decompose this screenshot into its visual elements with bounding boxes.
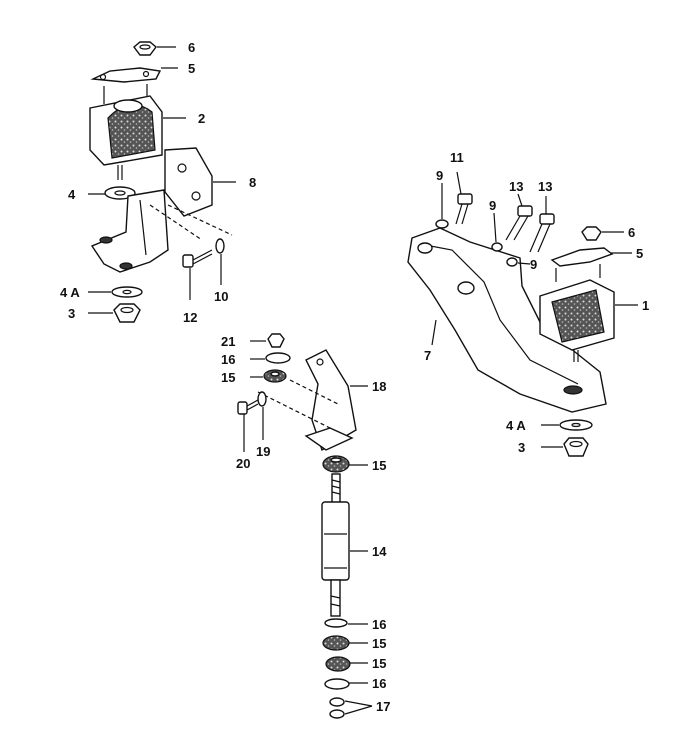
bolt-13a xyxy=(505,205,533,241)
callout-4: 4 xyxy=(68,187,76,202)
callout-4a: 4 A xyxy=(60,285,80,300)
washer-16-top xyxy=(265,352,291,364)
callout-12: 12 xyxy=(183,310,197,325)
callout-16: 16 xyxy=(372,617,386,632)
callout-17: 17 xyxy=(376,699,390,714)
callout-5: 5 xyxy=(636,246,643,261)
callout-16: 16 xyxy=(221,352,235,367)
callout-19: 19 xyxy=(256,444,270,459)
bush-15-lower1 xyxy=(322,635,350,651)
callout-4a: 4 A xyxy=(506,418,526,433)
callout-16: 16 xyxy=(372,676,386,691)
callout-6: 6 xyxy=(628,225,635,240)
callout-21: 21 xyxy=(221,334,235,349)
lower-bracket xyxy=(90,189,169,273)
right-mount-assembly xyxy=(407,171,638,457)
shock-absorber-assembly xyxy=(237,333,373,719)
callout-13: 13 xyxy=(538,179,552,194)
nut-3-left xyxy=(113,303,141,323)
bush-15-lower2 xyxy=(325,656,351,672)
left-mount-assembly xyxy=(88,41,236,323)
callout-20: 20 xyxy=(236,456,250,471)
washer-16-lower1 xyxy=(324,618,348,628)
bolt-20 xyxy=(237,399,259,415)
callout-13: 13 xyxy=(509,179,523,194)
plate-5-left xyxy=(90,67,162,83)
callout-9: 9 xyxy=(436,168,443,183)
washer-16-lower2 xyxy=(324,678,350,690)
callout-8: 8 xyxy=(249,175,256,190)
nut-21 xyxy=(267,333,285,348)
callout-1: 1 xyxy=(642,298,649,313)
nut-6-right xyxy=(581,226,602,241)
callout-14: 14 xyxy=(372,544,387,559)
callout-7: 7 xyxy=(424,348,431,363)
nuts-17 xyxy=(329,697,345,719)
callout-5: 5 xyxy=(188,61,195,76)
nut-3-right xyxy=(563,437,589,457)
callout-18: 18 xyxy=(372,379,386,394)
shock-absorber-14 xyxy=(321,473,350,617)
plate-5-right xyxy=(550,247,614,267)
callout-3: 3 xyxy=(68,306,75,321)
bolt-12 xyxy=(182,249,213,268)
washer-19 xyxy=(257,391,267,407)
washer-4a-right xyxy=(559,419,593,431)
washer-9a xyxy=(435,219,449,229)
bolt-11 xyxy=(455,193,473,225)
washer-9b xyxy=(491,242,503,252)
washer-10 xyxy=(215,238,225,254)
callout-15: 15 xyxy=(372,458,386,473)
callout-15: 15 xyxy=(372,636,386,651)
bracket-8 xyxy=(164,147,213,217)
callout-15: 15 xyxy=(372,656,386,671)
callout-15: 15 xyxy=(221,370,235,385)
callout-10: 10 xyxy=(214,289,228,304)
callout-6: 6 xyxy=(188,40,195,55)
rubber-mount-2 xyxy=(89,84,163,180)
bush-15-top xyxy=(263,369,287,383)
washer-9c xyxy=(506,257,518,267)
bush-15-mid xyxy=(322,455,350,473)
callout-3: 3 xyxy=(518,440,525,455)
callout-9: 9 xyxy=(489,198,496,213)
callout-11: 11 xyxy=(450,150,464,165)
callout-9: 9 xyxy=(530,257,537,272)
washer-4a-left xyxy=(111,286,143,298)
callout-2: 2 xyxy=(198,111,205,126)
rubber-mount-1 xyxy=(539,264,615,362)
bolt-13b xyxy=(529,213,555,253)
nut-6-left xyxy=(133,41,157,56)
